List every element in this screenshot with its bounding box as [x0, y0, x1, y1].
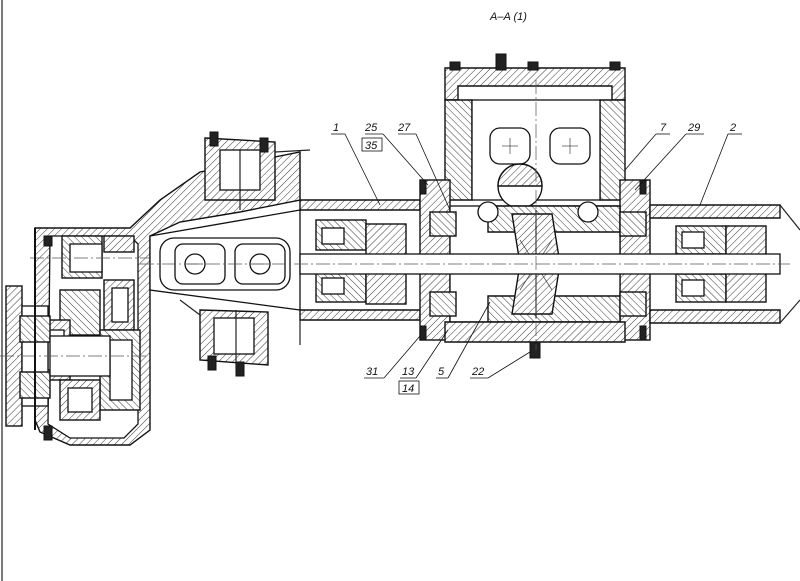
- callout-13: 13: [400, 329, 449, 379]
- svg-text:7: 7: [660, 122, 667, 134]
- callout-35: 35: [361, 137, 383, 152]
- svg-text:13: 13: [402, 366, 415, 378]
- svg-text:29: 29: [687, 122, 700, 134]
- svg-text:22: 22: [471, 366, 484, 378]
- svg-text:27: 27: [397, 122, 411, 134]
- differential-housing: [419, 53, 651, 359]
- callout-22: 22: [470, 351, 531, 379]
- section-title: A–A (1): [489, 11, 527, 23]
- svg-text:2: 2: [729, 122, 736, 134]
- universal-joint: [149, 131, 311, 377]
- axle-shaft: [140, 80, 790, 350]
- callout-29: 29: [634, 122, 704, 191]
- svg-text:1: 1: [333, 122, 339, 134]
- callout-1: 1: [331, 122, 381, 206]
- svg-text:31: 31: [366, 366, 378, 378]
- callout-31: 31: [364, 335, 421, 379]
- final-drive-housing: [0, 151, 301, 446]
- callout-5: 5: [436, 301, 491, 379]
- svg-text:5: 5: [438, 366, 445, 378]
- left-axle-tube: [299, 152, 421, 345]
- callout-27: 27: [397, 122, 451, 211]
- svg-text:25: 25: [364, 122, 378, 134]
- callout-14: 14: [398, 380, 420, 395]
- svg-text:14: 14: [402, 383, 414, 395]
- svg-text:35: 35: [365, 140, 378, 152]
- callout-2: 2: [699, 122, 742, 206]
- callout-25: 25: [364, 122, 429, 186]
- callout-7: 7: [624, 122, 670, 171]
